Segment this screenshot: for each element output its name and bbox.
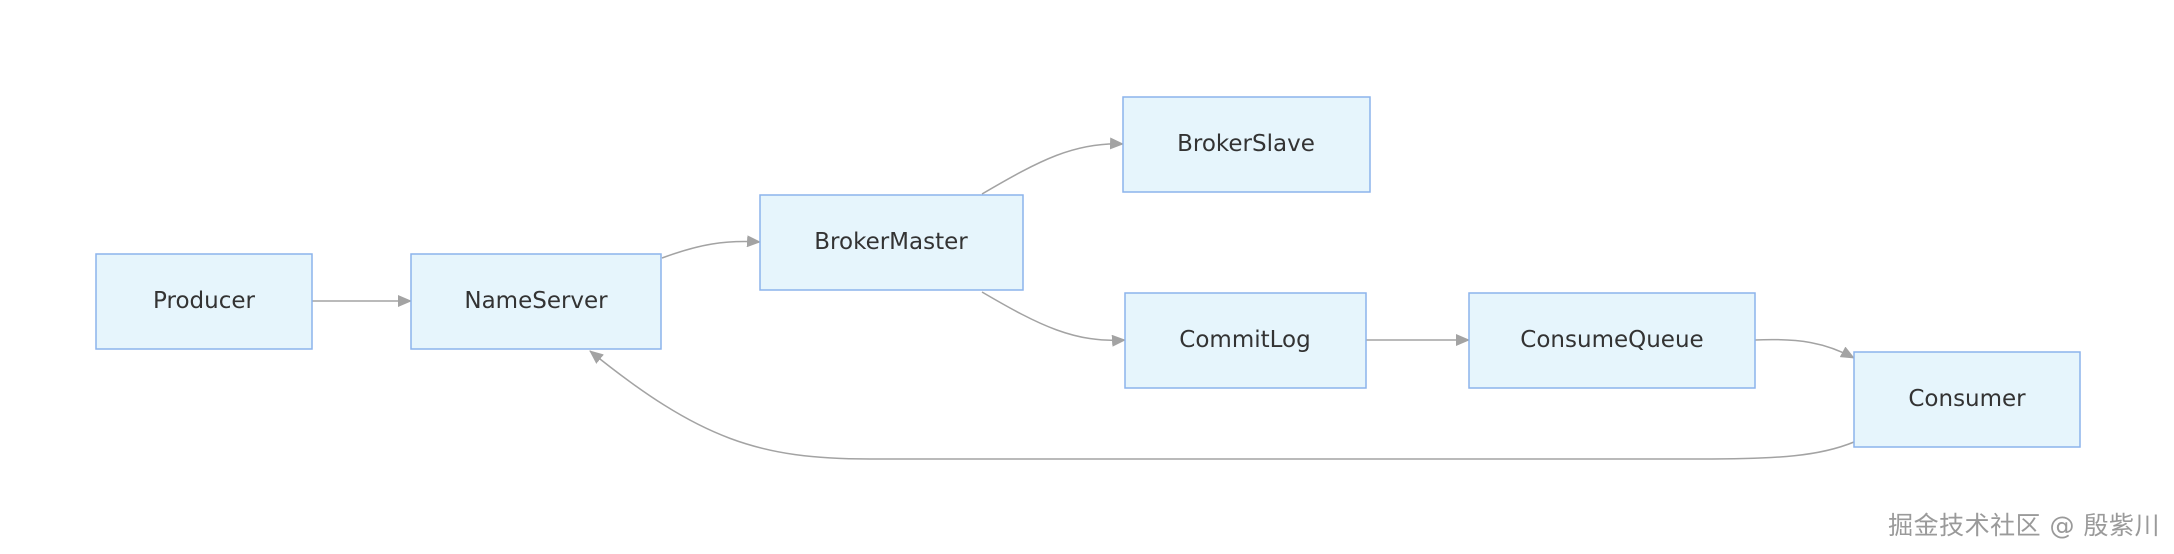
edge-nameserver-brokermaster bbox=[661, 235, 761, 259]
edge-consumer-nameserver bbox=[589, 350, 1855, 460]
node-nameserver: NameServer bbox=[410, 253, 662, 350]
node-consumer-label: Consumer bbox=[1908, 386, 2026, 412]
edge-brokermaster-commitlog bbox=[981, 291, 1126, 347]
node-commitlog-label: CommitLog bbox=[1179, 327, 1310, 353]
watermark: 掘金技术社区 @ 殷紫川 bbox=[1888, 511, 2160, 540]
node-brokermaster: BrokerMaster bbox=[759, 194, 1024, 291]
node-consumequeue-label: ConsumeQueue bbox=[1520, 327, 1703, 353]
node-nameserver-label: NameServer bbox=[464, 288, 608, 314]
node-brokermaster-label: BrokerMaster bbox=[814, 229, 968, 255]
node-brokerslave: BrokerSlave bbox=[1122, 96, 1371, 193]
node-producer: Producer bbox=[95, 253, 313, 350]
node-commitlog: CommitLog bbox=[1124, 292, 1367, 389]
edge-consumequeue-consumer bbox=[1754, 338, 1855, 359]
node-producer-label: Producer bbox=[153, 288, 255, 314]
edge-brokermaster-brokerslave bbox=[981, 137, 1124, 195]
node-consumer: Consumer bbox=[1853, 351, 2081, 448]
node-brokerslave-label: BrokerSlave bbox=[1177, 131, 1315, 157]
node-consumequeue: ConsumeQueue bbox=[1468, 292, 1756, 389]
